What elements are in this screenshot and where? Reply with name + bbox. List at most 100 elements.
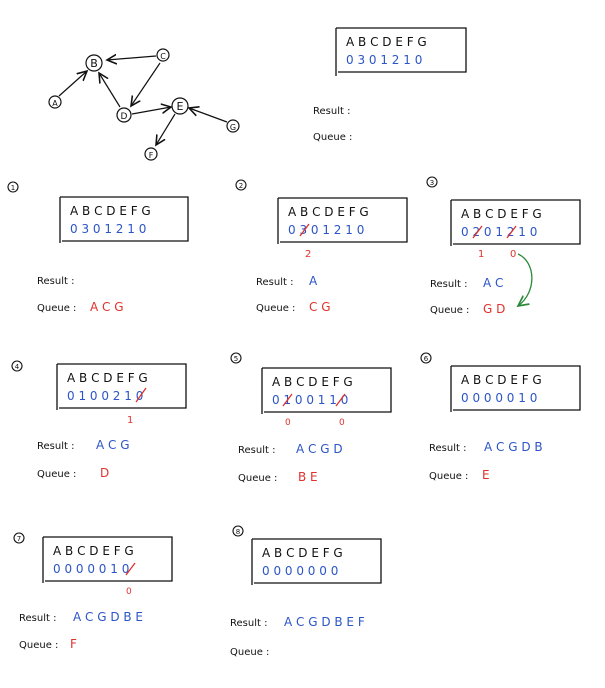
table-border [450, 199, 581, 246]
edge-d-b [99, 73, 121, 108]
node-g: G [226, 119, 240, 133]
table-border [335, 27, 467, 76]
node-f-label: F [149, 151, 154, 160]
table-header: A B C D E F G [461, 373, 542, 387]
degree-row: 0 3 0 1 2 1 0 [288, 223, 364, 237]
update-note: 1 [478, 249, 484, 260]
table-border [261, 367, 392, 414]
queue-value: F [70, 637, 77, 651]
table-header: A B C D E F G [288, 205, 369, 219]
update-note: 0 [510, 249, 516, 260]
queue-label: Queue : [37, 303, 76, 314]
step-3: 3 A B C D E F G 0 2 0 1 2 1 0 1 0 Result… [426, 176, 581, 316]
degree-row: 0 2 0 1 2 1 0 [461, 225, 537, 239]
queue-value: D [100, 466, 109, 480]
degree-row: 0 1 0 0 1 1 0 [272, 393, 348, 407]
node-c-label: C [160, 52, 166, 61]
update-note: 0 [126, 587, 132, 597]
table-border [59, 196, 189, 243]
edge-d-e [131, 107, 171, 115]
queue-label: Queue : [37, 469, 76, 480]
node-e-label: E [177, 100, 184, 113]
result-value: A C [483, 276, 503, 290]
queue-label: Queue : [230, 647, 269, 658]
step-number: 3 [430, 179, 434, 187]
queue-label: Queue : [19, 640, 58, 651]
result-label: Result : [430, 279, 467, 290]
step-8: 8 A B C D E F G 0 0 0 0 0 0 0 Result : A… [230, 525, 382, 658]
degree-row: 0 0 0 0 0 1 0 [461, 391, 537, 405]
table-border [251, 538, 382, 585]
degree-row: 0 3 0 1 2 1 0 [346, 53, 422, 67]
step-number: 5 [234, 355, 238, 363]
queue-label: Queue : [238, 473, 277, 484]
strike-mark [299, 223, 310, 237]
step-number: 4 [15, 363, 20, 371]
step-number-circle [7, 181, 19, 193]
step-1: 1 A B C D E F G 0 3 0 1 2 1 0 Result : Q… [7, 181, 189, 314]
result-label: Result : [313, 106, 350, 117]
result-label: Result : [37, 441, 74, 452]
step-number-circle [232, 525, 244, 537]
table-header: A B C D E F G [262, 546, 343, 560]
step-4: 4 A B C D E F G 0 1 0 0 2 1 0 1 Result :… [11, 360, 187, 480]
edge-a-b [58, 71, 87, 97]
result-label: Result : [19, 613, 56, 624]
table-border [277, 197, 408, 244]
step-number: 6 [424, 355, 429, 363]
strike-mark [472, 225, 483, 239]
queue-label: Queue : [313, 132, 352, 143]
table-header: A B C D E F G [272, 375, 353, 389]
strike-mark [506, 225, 517, 239]
queue-label: Queue : [256, 303, 295, 314]
result-label: Result : [429, 443, 466, 454]
result-value: A C G D [296, 442, 343, 456]
degree-row: 0 0 0 0 0 1 0 [53, 562, 129, 576]
queue-value: E [482, 468, 490, 482]
step-6: 6 A B C D E F G 0 0 0 0 0 1 0 Result : A… [420, 352, 581, 482]
node-b-label: B [90, 57, 98, 70]
degree-row: 0 3 0 1 2 1 0 [70, 222, 146, 236]
table-header: A B C D E F G [70, 204, 151, 218]
strike-mark [335, 393, 346, 407]
step-number-circle [235, 179, 247, 191]
node-d: D [116, 107, 132, 123]
result-label: Result : [256, 277, 293, 288]
table-border [56, 363, 187, 410]
node-e: E [171, 97, 189, 115]
strike-mark [125, 562, 136, 576]
step-number-circle [13, 532, 25, 544]
queue-value: G D [483, 302, 505, 316]
queue-value: C G [309, 300, 331, 314]
table-border [42, 536, 173, 583]
step-5: 5 A B C D E F G 0 1 0 0 1 1 0 0 0 Result… [230, 352, 392, 484]
step-number-circle [420, 352, 432, 364]
queue-label: Queue : [430, 305, 469, 316]
update-note: 2 [305, 249, 311, 260]
result-value: A C G D B E F [284, 615, 365, 629]
step-number: 8 [236, 528, 240, 536]
node-a: A [48, 95, 62, 109]
update-note: 1 [127, 415, 133, 426]
edge-g-e [189, 108, 228, 123]
dependency-graph: B C A D E F G [48, 48, 240, 161]
node-b: B [85, 54, 103, 72]
step-2: 2 A B C D E F G 0 3 0 1 2 1 0 2 Result :… [235, 179, 408, 314]
result-value: A [309, 274, 318, 288]
node-g-label: G [230, 123, 236, 132]
queue-value: A C G [90, 300, 124, 314]
edge-c-b [107, 56, 157, 60]
node-f: F [144, 147, 158, 161]
node-d-label: D [121, 112, 128, 122]
node-a-label: A [52, 99, 58, 108]
queue-value: B E [298, 470, 318, 484]
result-value: A C G D B E [73, 610, 143, 624]
step-number-circle [11, 360, 23, 372]
degree-row: 0 1 0 0 2 1 0 [67, 389, 143, 403]
step-number: 2 [239, 182, 243, 190]
node-c: C [156, 48, 170, 62]
result-label: Result : [37, 276, 74, 287]
table-border [450, 365, 581, 412]
update-note: 0 [339, 418, 345, 428]
step-number-circle [230, 352, 242, 364]
